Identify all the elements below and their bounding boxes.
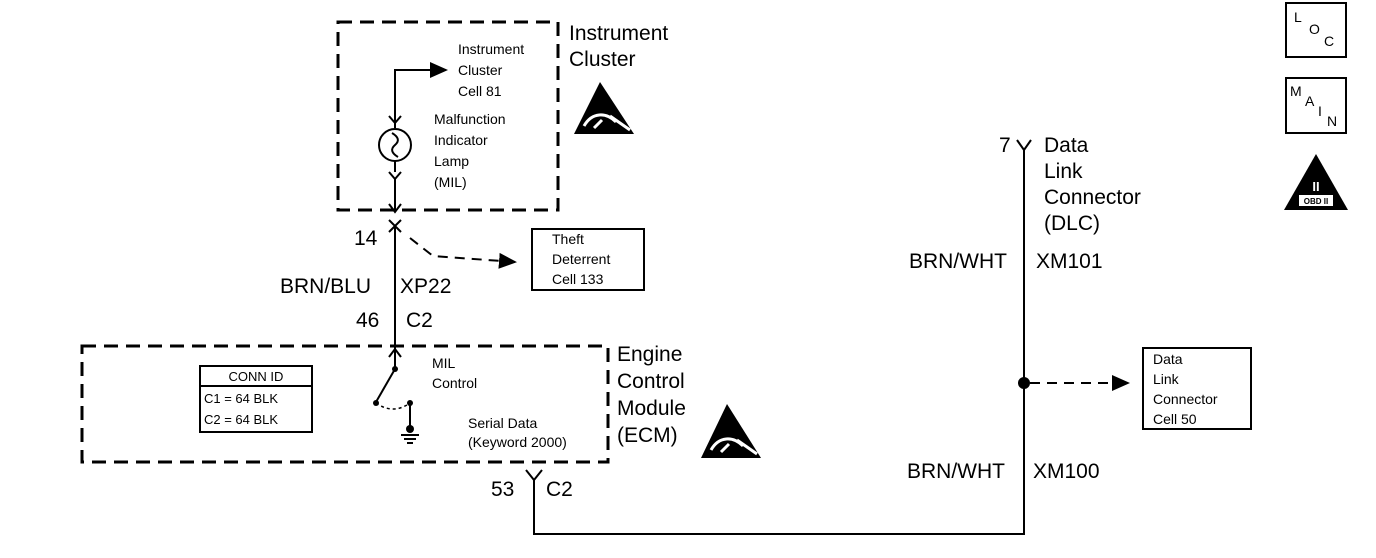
ground-icon (401, 434, 419, 444)
ecm-title-3: Module (617, 397, 686, 420)
obd-ii-icon: II OBD II (1284, 154, 1348, 210)
dlc-ref-3: Connector (1153, 391, 1218, 407)
pin-14: 14 (354, 227, 378, 250)
svg-text:N: N (1327, 113, 1337, 129)
instrument-cluster-title-1: Instrument (569, 22, 668, 45)
splice-dot (1018, 377, 1030, 389)
svg-text:C: C (1324, 33, 1334, 49)
dlc-splice-bottom: XM100 (1033, 460, 1100, 483)
upper-wire-color: BRN/BLU (280, 275, 371, 298)
svg-text:O: O (1309, 21, 1320, 37)
svg-text:M: M (1290, 83, 1302, 99)
conn-id-title: CONN ID (229, 369, 284, 384)
dlc-wire-color-bottom: BRN/WHT (907, 460, 1005, 483)
pin-46-connector: C2 (406, 309, 433, 332)
cluster-ref-1: Instrument (458, 41, 524, 57)
dlc-pin-7-terminal (1016, 139, 1032, 152)
mil-control-1: MIL (432, 355, 456, 371)
ecm-title-2: Control (617, 370, 685, 393)
mil-control-2: Control (432, 375, 477, 391)
mil-label-1: Malfunction (434, 111, 506, 127)
dlc-ref-box (1142, 347, 1252, 430)
pin-46: 46 (356, 309, 379, 332)
theft-line-1: Theft (552, 231, 584, 247)
dlc-ref-4: Cell 50 (1153, 411, 1197, 427)
dlc-pin-7: 7 (999, 134, 1011, 157)
esd-sensitive-icon (574, 82, 634, 134)
mil-label-3: Lamp (434, 153, 469, 169)
main-symbol-icon: M A I N (1285, 77, 1347, 134)
pin-53-terminal (525, 469, 543, 482)
serial-data-1: Serial Data (468, 415, 537, 431)
cluster-ref-2: Cluster (458, 62, 503, 78)
dlc-title-3: Connector (1044, 186, 1141, 209)
pin-53: 53 (491, 478, 514, 501)
svg-text:L: L (1294, 9, 1302, 25)
upper-connector: XP22 (400, 275, 451, 298)
dlc-title-4: (DLC) (1044, 212, 1100, 235)
svg-text:A: A (1305, 93, 1315, 109)
instrument-cluster-dashed-box (336, 20, 560, 212)
dlc-wire-color-top: BRN/WHT (909, 250, 1007, 273)
svg-text:I: I (1318, 103, 1322, 119)
ecm-title-1: Engine (617, 343, 682, 366)
svg-text:OBD II: OBD II (1304, 197, 1328, 206)
dlc-ref-1: Data (1153, 351, 1183, 367)
ecm-dashed-box (80, 344, 610, 464)
theft-deterrent-box (531, 228, 645, 291)
cluster-ref-3: Cell 81 (458, 83, 502, 99)
dlc-ref-2: Link (1153, 371, 1180, 387)
theft-line-2: Deterrent (552, 251, 610, 267)
pin-53-connector: C2 (546, 478, 573, 501)
serial-data-2: (Keyword 2000) (468, 434, 567, 450)
esd-sensitive-icon-ecm (701, 404, 761, 458)
conn-id-c1: C1 = 64 BLK (204, 391, 278, 406)
instrument-cluster-title-2: Cluster (569, 48, 636, 71)
serial-data-wire (533, 150, 1025, 535)
theft-line-3: Cell 133 (552, 271, 604, 287)
ecm-title-4: (ECM) (617, 424, 678, 447)
dlc-title-2: Link (1044, 160, 1083, 183)
svg-text:II: II (1312, 179, 1319, 194)
mil-label-4: (MIL) (434, 174, 467, 190)
mil-label-2: Indicator (434, 132, 488, 148)
loc-symbol-icon: L O C (1285, 2, 1347, 58)
conn-id-box (199, 365, 313, 433)
theft-branch-line (409, 237, 517, 269)
cluster-cell-arrow (394, 62, 448, 122)
dlc-title-1: Data (1044, 134, 1089, 157)
conn-id-c2: C2 = 64 BLK (204, 412, 278, 427)
dlc-splice-top: XM101 (1036, 250, 1103, 273)
mil-control-switch (375, 368, 396, 403)
